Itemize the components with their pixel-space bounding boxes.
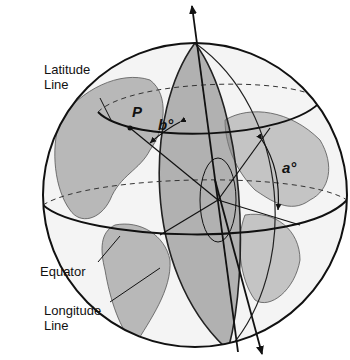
axis [215,180,262,354]
feature-label: Equator [40,264,110,279]
continents [43,43,347,350]
leader-line [110,268,160,302]
point [128,126,133,131]
leader-line [98,236,120,262]
feature-label: Longitude Line [44,303,116,333]
angle-arc [262,140,278,210]
feature-label: Latitude Line [44,62,108,92]
angle-label: a° [282,160,304,175]
axis [192,6,238,352]
angle-label: b° [158,117,180,132]
point-label: P [132,104,146,119]
leader-line [100,98,112,122]
